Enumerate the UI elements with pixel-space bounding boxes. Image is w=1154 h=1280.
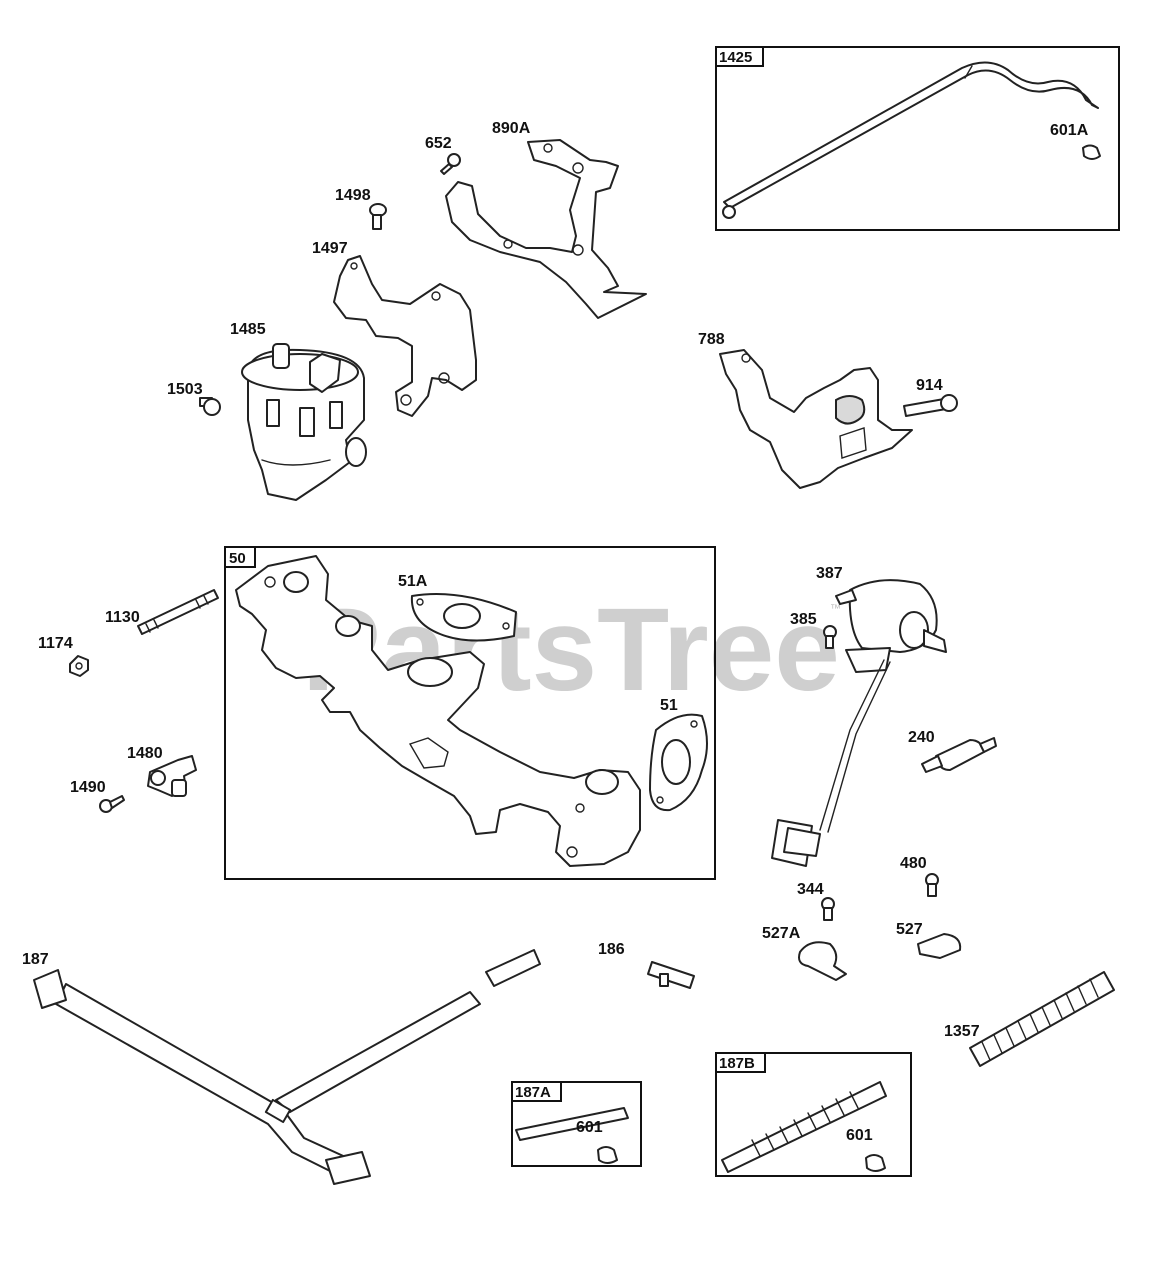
clamp-527A[interactable] (798, 941, 847, 981)
bracket-890A-hole (572, 244, 584, 256)
label-1497[interactable]: 1497 (312, 240, 348, 257)
label-51[interactable]: 51 (660, 697, 678, 714)
bracket-788[interactable] (719, 349, 913, 489)
watermark-trademark: ™ (830, 603, 841, 615)
label-914[interactable]: 914 (916, 377, 943, 394)
label-601-b[interactable]: 601 (846, 1127, 873, 1144)
bracket-1497-hole (431, 291, 441, 301)
label-1503[interactable]: 1503 (167, 381, 203, 398)
fuel-line-187B-ribs (751, 1091, 859, 1157)
part-187A-box (511, 1081, 642, 1167)
connector-186[interactable] (647, 961, 695, 989)
part-1425-group: 1425 601A (715, 46, 1120, 231)
manifold-port (585, 769, 619, 795)
fuel-line-187A[interactable] (515, 1107, 629, 1141)
part-187B-tag-box (715, 1052, 766, 1073)
screw-1490[interactable] (99, 795, 125, 813)
label-1174[interactable]: 1174 (38, 635, 73, 652)
manifold-boss (408, 737, 449, 769)
label-1498[interactable]: 1498 (335, 187, 371, 204)
label-601A[interactable]: 601A (1050, 122, 1089, 139)
label-1485[interactable]: 1485 (230, 321, 266, 338)
fuel-filter-240[interactable] (921, 737, 997, 773)
label-50[interactable]: 50 (229, 550, 246, 567)
label-1490[interactable]: 1490 (70, 779, 106, 796)
intake-manifold-50[interactable] (235, 555, 641, 867)
label-344[interactable]: 344 (797, 881, 824, 898)
bracket-788-cutout (835, 395, 866, 425)
label-51A[interactable]: 51A (398, 573, 428, 590)
manifold-inlet (407, 657, 453, 687)
part-187A-tag-box (511, 1081, 562, 1102)
label-387[interactable]: 387 (816, 565, 843, 582)
manifold-port (283, 571, 309, 593)
label-788[interactable]: 788 (698, 331, 725, 348)
wire-harness (827, 661, 891, 833)
bracket-788-hole (741, 353, 751, 363)
bracket-1497-hole (438, 372, 450, 384)
bracket-890A[interactable] (445, 139, 647, 319)
fuel-line-187[interactable] (33, 949, 541, 1185)
label-652[interactable]: 652 (425, 135, 452, 152)
wire-harness (819, 659, 885, 831)
bracket-1497-hole (400, 394, 412, 406)
bolt-914[interactable] (903, 394, 958, 417)
fuel-line-mark (964, 65, 973, 79)
bracket-890A-hole (503, 239, 513, 249)
manifold-bolt-hole (566, 846, 578, 858)
part-50-box (224, 546, 716, 880)
clip-527[interactable] (917, 933, 962, 959)
label-1425[interactable]: 1425 (719, 49, 752, 66)
part-187B-box (715, 1052, 912, 1177)
fuel-line-1425[interactable] (723, 61, 1099, 209)
label-527A[interactable]: 527A (762, 925, 801, 942)
fuel-line-end (722, 205, 736, 219)
bolt-1498[interactable] (369, 203, 387, 230)
label-187A[interactable]: 187A (515, 1084, 551, 1101)
label-186[interactable]: 186 (598, 941, 625, 958)
bracket-1497-hole (350, 262, 358, 270)
label-240[interactable]: 240 (908, 729, 935, 746)
screw-385[interactable] (823, 625, 837, 649)
gasket-51[interactable] (649, 713, 708, 812)
screw-344[interactable] (821, 897, 835, 921)
bracket-788-tab (839, 427, 867, 459)
part-1425-box (715, 46, 1120, 231)
gasket-51A[interactable] (410, 593, 517, 642)
label-601-a[interactable]: 601 (576, 1119, 603, 1136)
screw-1503[interactable] (199, 397, 221, 416)
stud-1130[interactable] (137, 589, 219, 635)
clamp-601A[interactable] (1082, 144, 1101, 160)
fuel-pump-387[interactable] (771, 579, 947, 867)
clamp-601-a[interactable] (597, 1146, 618, 1164)
label-1130[interactable]: 1130 (105, 609, 140, 626)
part-50-group: 50 51A 51 (224, 546, 716, 880)
manifold-bolt-hole (575, 803, 585, 813)
screw-652[interactable] (440, 153, 461, 175)
label-480[interactable]: 480 (900, 855, 927, 872)
screw-480[interactable] (925, 873, 939, 897)
manifold-bolt-hole (264, 576, 276, 588)
clamp-601-b[interactable] (865, 1154, 886, 1172)
nut-1174[interactable] (69, 655, 89, 677)
label-1357[interactable]: 1357 (944, 1023, 980, 1040)
part-187B-group: 187B 601 (715, 1052, 912, 1177)
label-1480[interactable]: 1480 (127, 745, 163, 762)
part-187A-group: 187A 601 (511, 1081, 642, 1167)
label-385[interactable]: 385 (790, 611, 817, 628)
fuel-pump-1485[interactable] (241, 343, 367, 501)
label-527[interactable]: 527 (896, 921, 923, 938)
fuel-line-187B[interactable] (721, 1081, 887, 1173)
bracket-890A-hole (543, 143, 553, 153)
fitting-1480[interactable] (147, 755, 197, 797)
part-50-tag-box (224, 546, 256, 568)
label-890A[interactable]: 890A (492, 120, 531, 137)
label-187[interactable]: 187 (22, 951, 49, 968)
part-1425-tag-box (715, 46, 764, 67)
label-187B[interactable]: 187B (719, 1055, 755, 1072)
bracket-890A-hole (572, 162, 584, 174)
manifold-port (335, 615, 361, 637)
sleeve-1357[interactable] (969, 971, 1115, 1067)
